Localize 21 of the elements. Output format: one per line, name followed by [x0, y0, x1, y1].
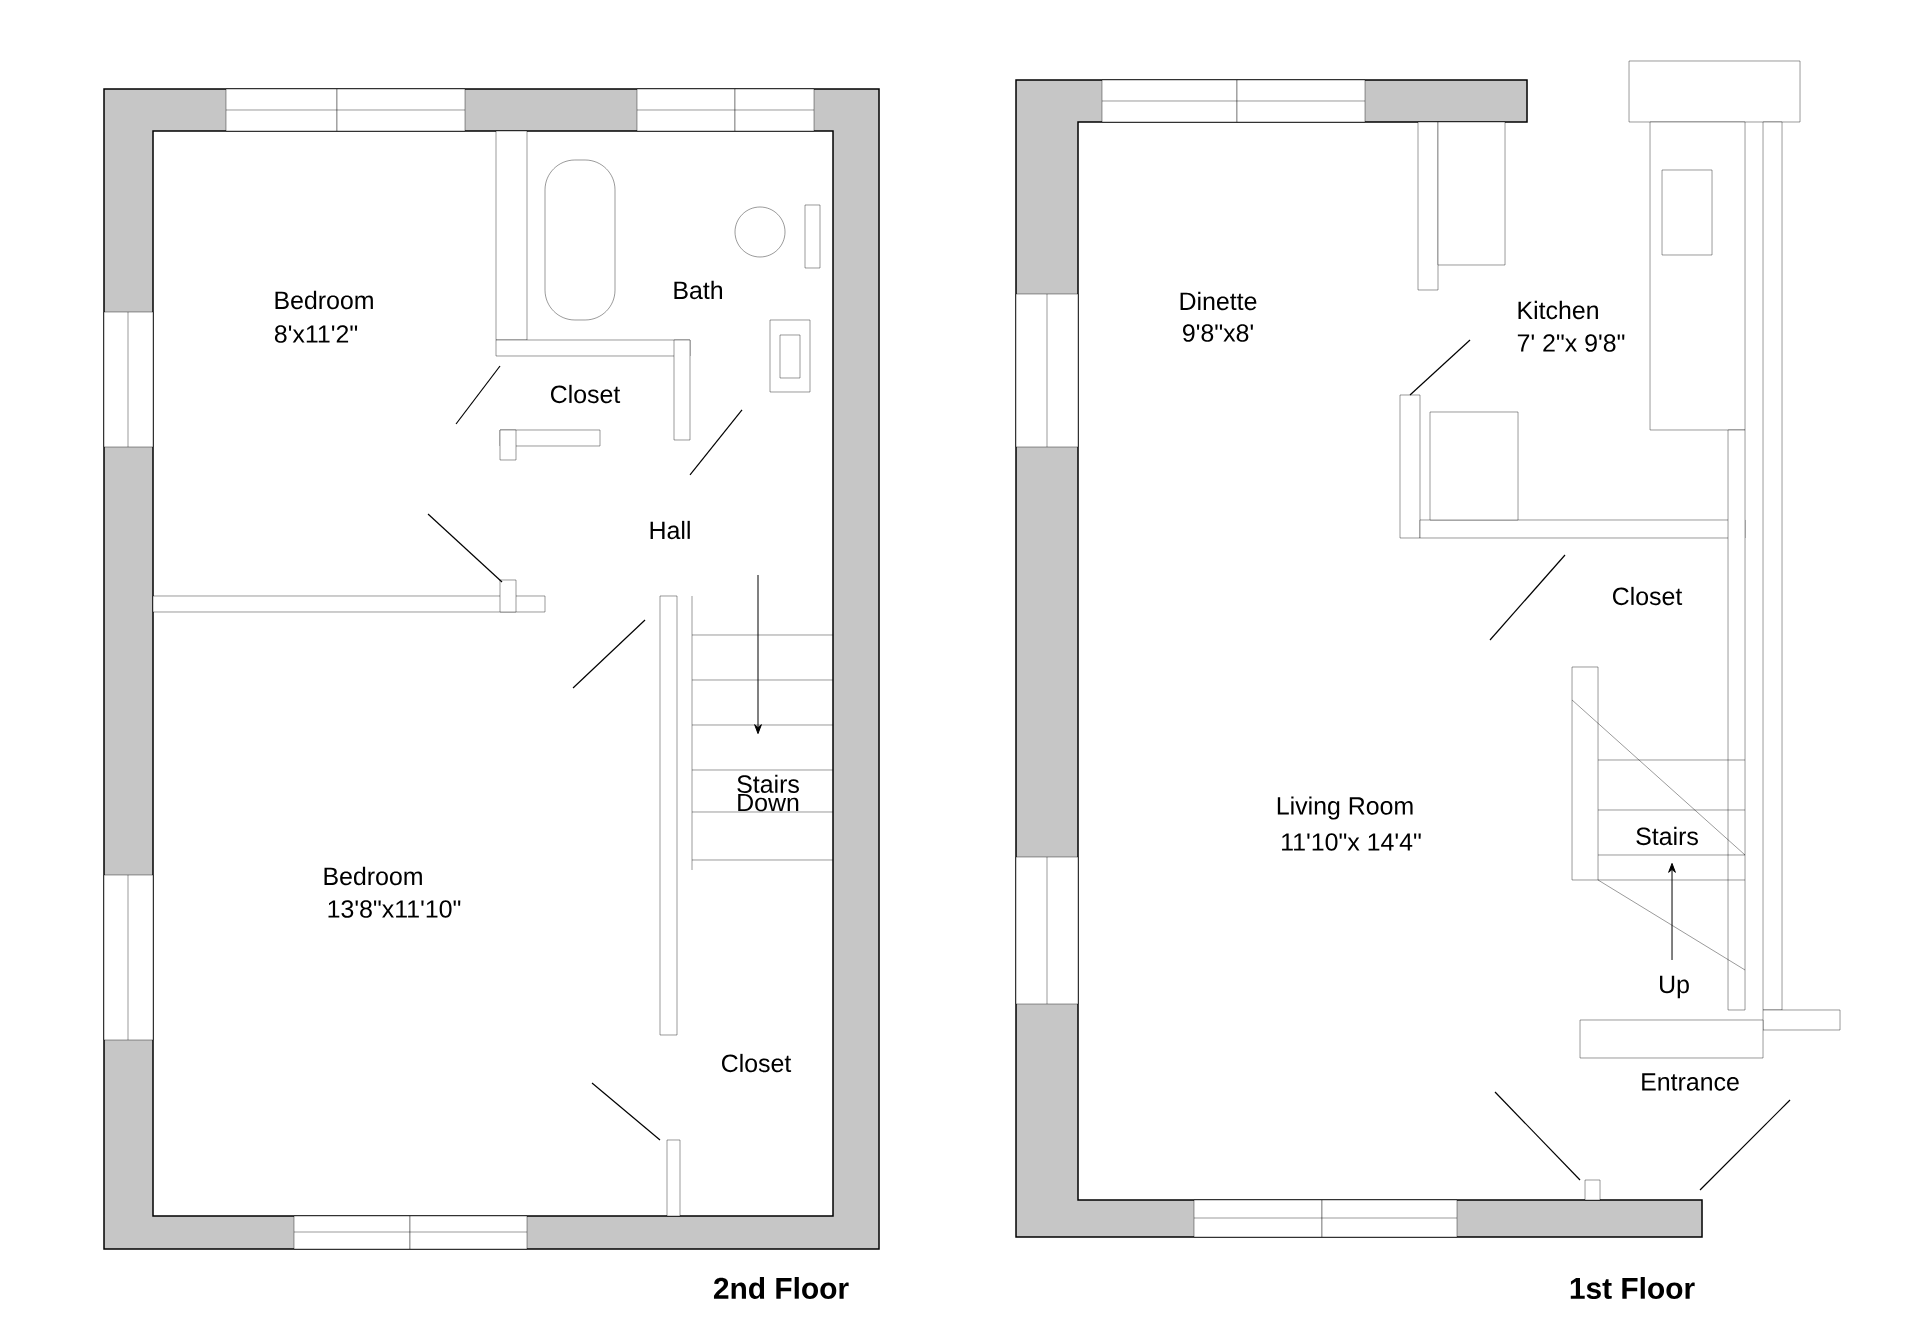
- dimension-label: 11'10"x 14'4": [1282, 833, 1421, 851]
- room-label: Stairs: [1636, 826, 1698, 846]
- floor-title: 1st Floor: [1570, 1277, 1695, 1299]
- stairs-label: Stairs Down: [737, 774, 799, 812]
- room-label: Up: [1660, 975, 1689, 999]
- room-label: Closet: [722, 1053, 792, 1073]
- dimension-label: 9'8"x8': [1183, 324, 1253, 342]
- room-label: Kitchen: [1518, 300, 1598, 320]
- room-label: Bath: [674, 280, 722, 300]
- dimension-label: 7' 2"x 9'8": [1517, 334, 1625, 352]
- floor-title: 2nd Floor: [713, 1277, 849, 1299]
- room-label: Closet: [551, 384, 621, 404]
- room-label: Bedroom: [324, 866, 422, 886]
- room-label: Entrance: [1642, 1073, 1739, 1091]
- room-label: Hall: [650, 520, 690, 540]
- dimension-label: 8'x11'2": [274, 325, 358, 343]
- room-label: Closet: [1613, 586, 1683, 606]
- dimension-label: 13'8"x11'10": [328, 900, 461, 918]
- room-label: Living Room: [1277, 796, 1413, 820]
- room-label: Dinette: [1180, 291, 1257, 311]
- room-label: Bedroom: [275, 290, 373, 310]
